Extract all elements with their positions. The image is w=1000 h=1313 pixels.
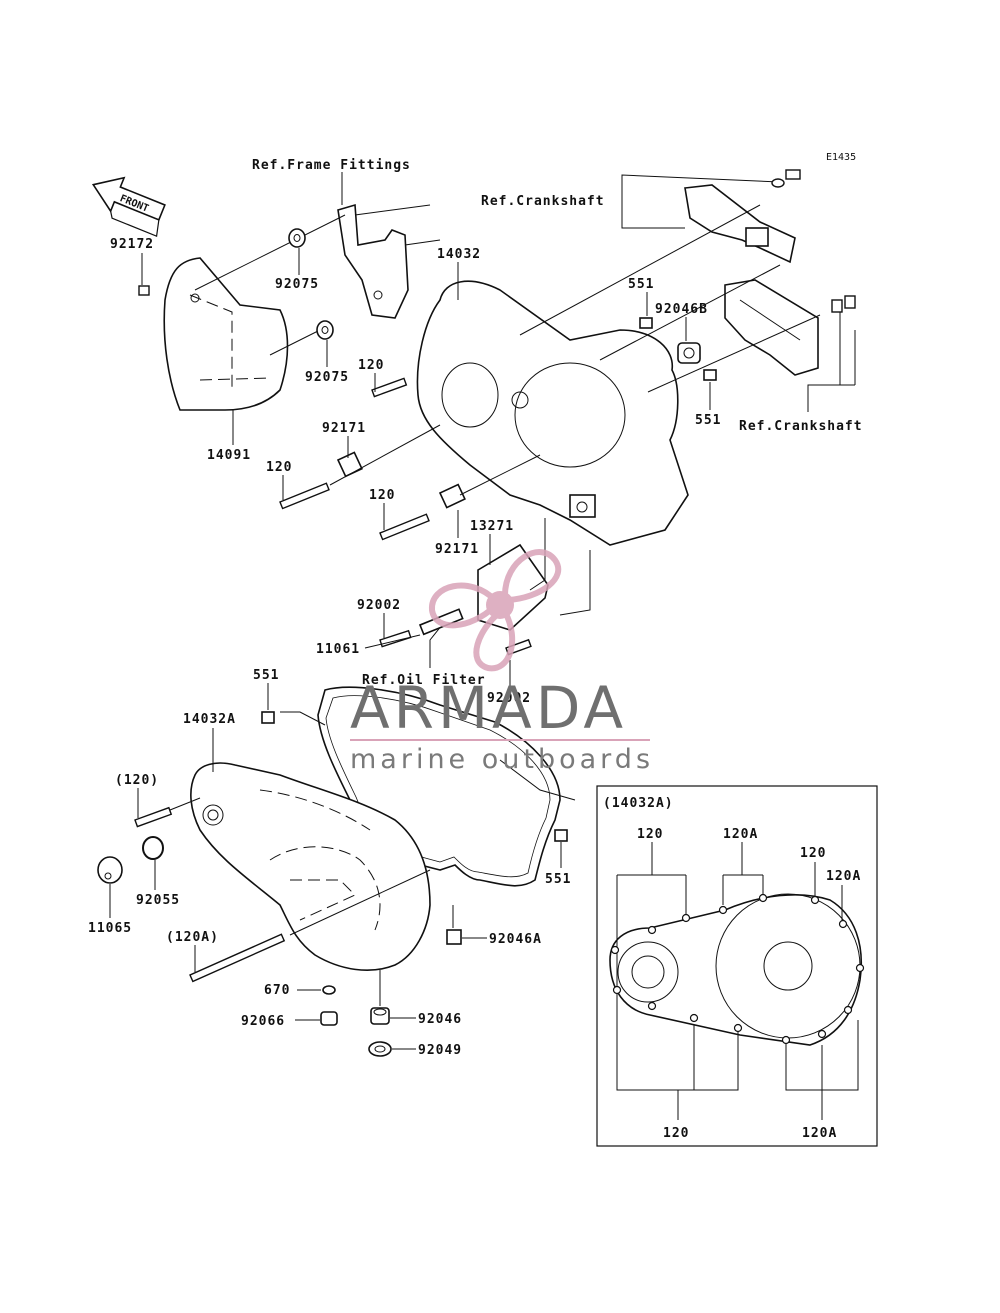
clutch-cover-14032A xyxy=(190,762,431,971)
label-92171-a: 92171 xyxy=(322,421,366,436)
watermark-subtitle: marine outboards xyxy=(350,744,654,775)
grommet-92075-a xyxy=(288,228,306,248)
label-14032: 14032 xyxy=(437,247,481,262)
ref-crankshaft-top: Ref.Crankshaft xyxy=(481,194,605,209)
label-11065: 11065 xyxy=(88,921,132,936)
grommet-92075-b xyxy=(316,320,334,340)
inset-title: (14032A) xyxy=(603,796,674,811)
spacer-92171-b xyxy=(438,483,466,509)
inset-right-120A: 120A xyxy=(826,869,861,884)
spacer-92171-a xyxy=(336,451,363,478)
inset-14032A: (14032A) 120 120A 120 120A 120 120A xyxy=(596,785,878,1147)
label-92046B: 92046B xyxy=(655,302,708,317)
plate-13271 xyxy=(477,543,549,631)
ref-oil-filter: Ref.Oil Filter xyxy=(362,673,486,688)
label-92066: 92066 xyxy=(241,1014,285,1029)
label-92002-b: 92002 xyxy=(487,691,531,706)
pin-551-b xyxy=(703,369,717,381)
washer-670 xyxy=(322,985,336,995)
bolt-120-a xyxy=(371,377,408,398)
diagram-code: E1435 xyxy=(826,152,856,163)
case-14032 xyxy=(416,280,689,546)
crankshaft-bracket-top xyxy=(684,184,796,264)
label-551-a: 551 xyxy=(628,277,654,292)
label-120-a: 120 xyxy=(358,358,384,373)
inset-bottom-120: 120 xyxy=(663,1126,689,1141)
bolt-120-c xyxy=(379,513,430,541)
label-14032A: 14032A xyxy=(183,712,236,727)
label-92171-b: 92171 xyxy=(435,542,479,557)
bolt-120A-long xyxy=(189,933,286,983)
label-92075-b: 92075 xyxy=(305,370,349,385)
propeller-logo-icon xyxy=(429,549,562,672)
watermark: ARMADA marine outboards xyxy=(350,549,654,775)
oring-92055 xyxy=(142,836,164,860)
label-92046A: 92046A xyxy=(489,932,542,947)
nut-92066 xyxy=(320,1011,338,1026)
frame-fitting-bracket xyxy=(337,203,441,319)
inset-top-120A: 120A xyxy=(723,827,758,842)
ref-frame-fittings: Ref.Frame Fittings xyxy=(252,158,411,173)
seal-92049 xyxy=(368,1041,392,1057)
bolt-92172 xyxy=(138,285,150,296)
bushing-92046A xyxy=(446,929,462,945)
pin-551-c xyxy=(261,711,275,724)
inset-bottom-120A: 120A xyxy=(802,1126,837,1141)
label-551-d: 551 xyxy=(545,872,571,887)
cover-14091 xyxy=(163,257,289,411)
crankshaft-bracket-right xyxy=(724,279,856,376)
label-13271: 13271 xyxy=(470,519,514,534)
label-92055: 92055 xyxy=(136,893,180,908)
label-551-c: 551 xyxy=(253,668,279,683)
label-120-b: 120 xyxy=(266,460,292,475)
label-551-b: 551 xyxy=(695,413,721,428)
label-670: 670 xyxy=(264,983,290,998)
front-arrow-icon: FRONT xyxy=(91,176,166,238)
pin-551-d xyxy=(554,829,568,842)
pin-551-a xyxy=(639,317,653,329)
bolt-120-b xyxy=(279,482,330,510)
label-11061: 11061 xyxy=(316,642,360,657)
bolt-crankshaft-top xyxy=(771,169,801,188)
label-14091: 14091 xyxy=(207,448,251,463)
label-120-c: 120 xyxy=(369,488,395,503)
ref-crankshaft-right: Ref.Crankshaft xyxy=(739,419,863,434)
bushing-92046 xyxy=(370,1007,390,1025)
label-120-paren: (120) xyxy=(115,773,159,788)
bushing-92046B xyxy=(677,342,701,364)
label-120A-paren: (120A) xyxy=(166,930,219,945)
label-92172: 92172 xyxy=(110,237,154,252)
label-92002-a: 92002 xyxy=(357,598,401,613)
label-92049: 92049 xyxy=(418,1043,462,1058)
watermark-title: ARMADA xyxy=(350,674,627,742)
plug-11065 xyxy=(97,856,123,884)
label-92046: 92046 xyxy=(418,1012,462,1027)
inset-top-120: 120 xyxy=(637,827,663,842)
inset-right-120: 120 xyxy=(800,846,826,861)
bolt-120-paren xyxy=(134,806,173,828)
label-92075-a: 92075 xyxy=(275,277,319,292)
